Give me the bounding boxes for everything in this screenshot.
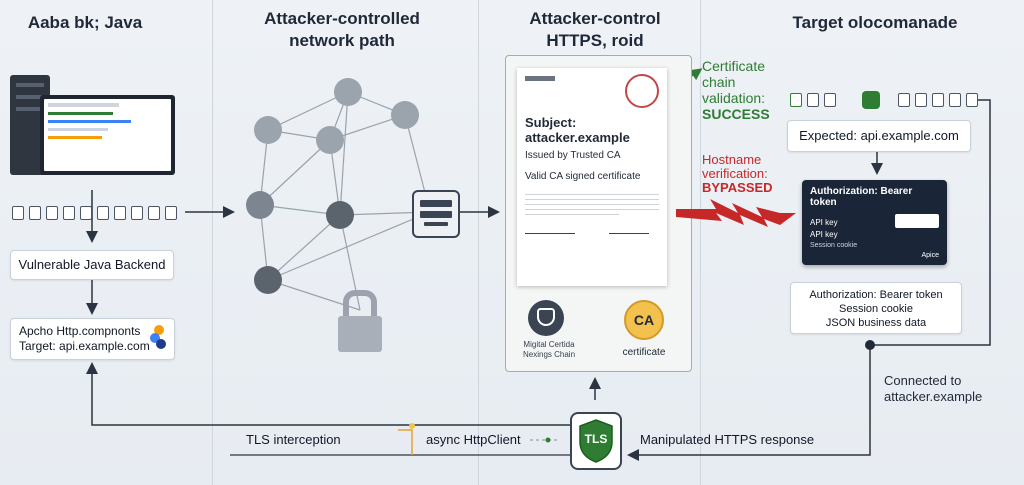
packet-row-left	[12, 206, 182, 225]
lock-icon	[338, 290, 382, 352]
ca-badge-icon: CA	[624, 300, 664, 340]
hostname-verification-text: Hostname verification: BYPASSED	[702, 152, 773, 195]
column-title-target: Target olocomanade	[792, 13, 958, 32]
manipulated-response-label: Manipulated HTTPS response	[640, 432, 815, 447]
vulnerable-backend-box: Vulnerable Java Backend	[10, 250, 174, 280]
certificate-issuer: Issued by Trusted CA	[525, 150, 621, 161]
seal-stamp-icon	[625, 74, 659, 108]
packet-row-right	[790, 91, 983, 112]
column-title-https: Attacker-control HTTPS, roid	[529, 9, 661, 50]
network-node	[326, 201, 354, 229]
check-icon	[862, 91, 880, 109]
certificate-document: Subject: attacker.example Issued by Trus…	[517, 68, 667, 286]
monitor-icon	[40, 95, 175, 175]
orange-dot-icon	[154, 325, 164, 335]
network-node	[391, 101, 419, 129]
network-node	[254, 116, 282, 144]
digital-chain-badge	[528, 300, 564, 336]
column-divider	[478, 0, 479, 485]
chain-validation-text: Certificate chain validation: SUCCESS	[702, 58, 770, 122]
column-divider	[212, 0, 213, 485]
tls-shield-icon: TLS	[570, 412, 622, 470]
column-title-left: Aaba bk; Java	[27, 13, 143, 32]
certificate-valid-text: Valid CA signed certificate	[525, 171, 641, 182]
async-httpclient-label: async HttpClient	[426, 432, 521, 447]
connected-to-text: Connected to attacker.example	[884, 373, 983, 404]
router-icon	[412, 190, 460, 238]
network-node	[316, 126, 344, 154]
certificate-subject: attacker.example	[525, 130, 630, 145]
tls-interception-label: TLS interception	[246, 432, 341, 447]
http-client-box: Apcho Http.compnonts Target: api.example…	[10, 318, 175, 360]
network-node	[246, 191, 274, 219]
network-node	[334, 78, 362, 106]
certificate-subject-label: Subject:	[525, 115, 577, 130]
expected-host-box: Expected: api.example.com	[787, 120, 971, 152]
ca-certificate-caption: certificate	[622, 347, 666, 358]
column-title-network: Attacker-controlled network path	[264, 9, 420, 50]
network-node	[254, 266, 282, 294]
column-divider	[700, 0, 701, 485]
blue-dot-icon	[150, 333, 160, 343]
auth-token-card: Authorization: Bearer token API key API …	[802, 180, 947, 265]
leaked-data-box: Authorization: Bearer token Session cook…	[790, 282, 962, 334]
bypass-arrow-icon	[676, 199, 796, 227]
digital-chain-label: Migital Certida Nexings Chain	[522, 340, 576, 359]
navy-dot-icon	[156, 339, 166, 349]
